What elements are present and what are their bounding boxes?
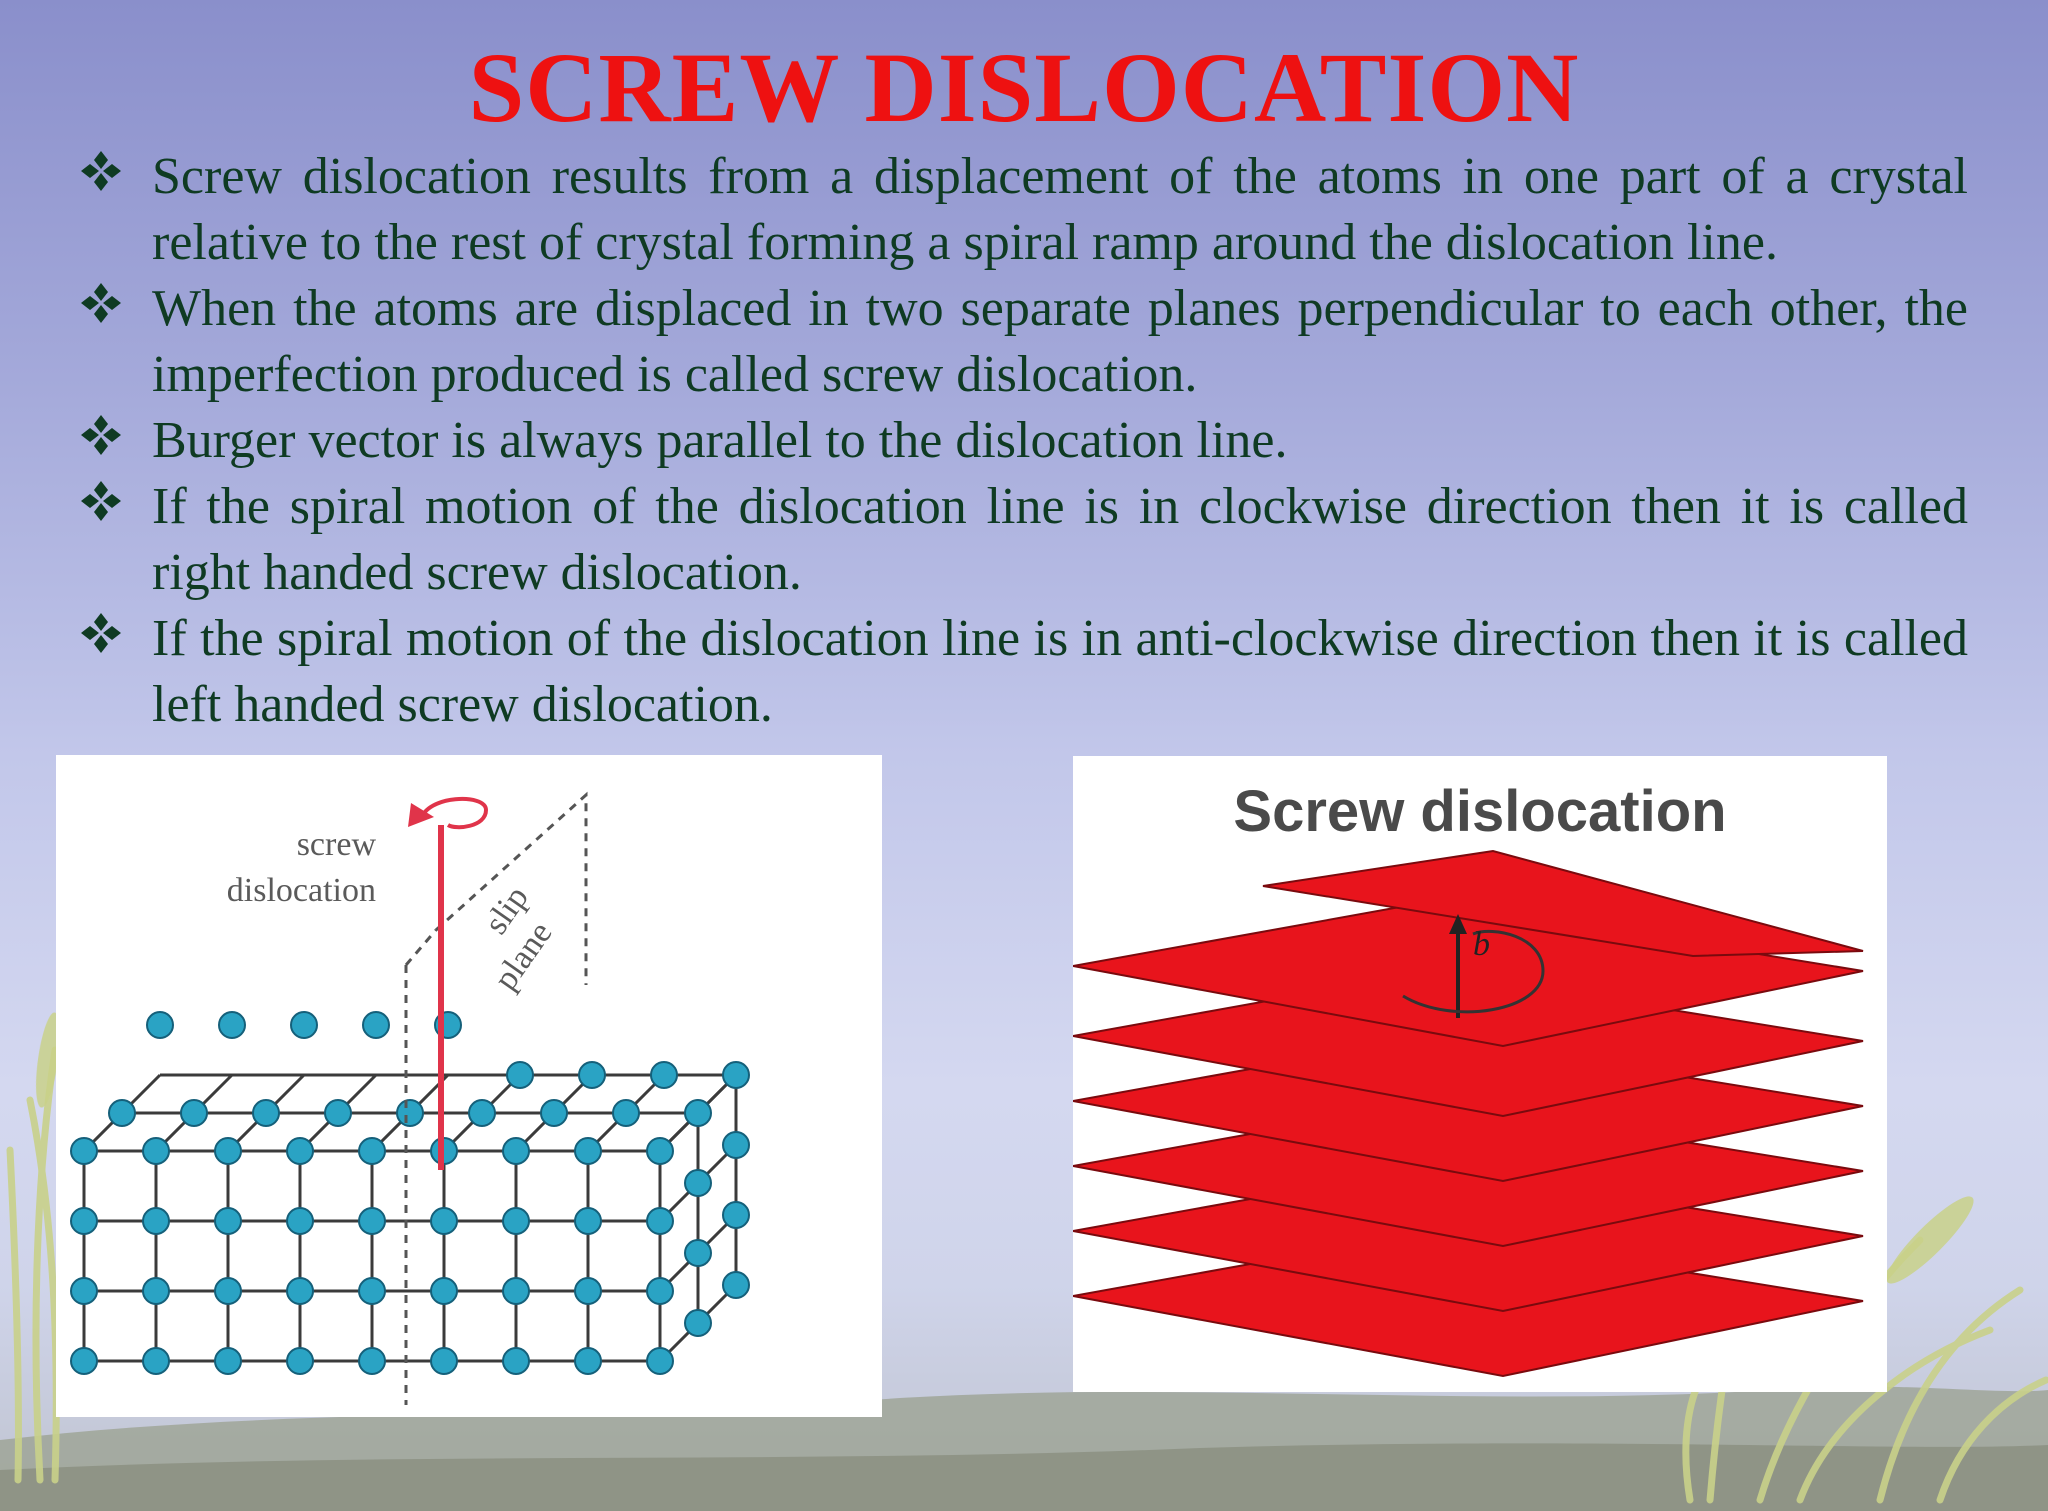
atom <box>502 1137 530 1165</box>
atom <box>684 1099 712 1127</box>
atom <box>468 1099 496 1127</box>
atom <box>396 1099 424 1127</box>
atom <box>502 1277 530 1305</box>
bullet-text: If the spiral motion of the dislocation … <box>152 478 1968 601</box>
bullet-list: Screw dislocation results from a displac… <box>80 144 1968 738</box>
lattice-figure: screw dislocation slip plane <box>56 755 882 1417</box>
atom <box>180 1099 208 1127</box>
bullet-item: If the spiral motion of the dislocation … <box>80 474 1968 606</box>
rotation-arrow-icon <box>419 796 489 830</box>
figure-title: Screw dislocation <box>1233 779 1727 844</box>
atom <box>214 1137 242 1165</box>
atom <box>430 1347 458 1375</box>
atom <box>358 1347 386 1375</box>
bullet-item: When the atoms are displaced in two sepa… <box>80 276 1968 408</box>
atom <box>324 1099 352 1127</box>
bullet-text: Burger vector is always parallel to the … <box>152 412 1288 469</box>
spiral-planes-figure: Screw dislocation b <box>1073 756 1887 1392</box>
atom <box>646 1277 674 1305</box>
atom <box>286 1207 314 1235</box>
atom <box>286 1137 314 1165</box>
bullet-text: Screw dislocation results from a displac… <box>152 148 1968 271</box>
atom <box>218 1011 246 1039</box>
atom <box>574 1347 602 1375</box>
atom <box>684 1169 712 1197</box>
atom <box>722 1201 750 1229</box>
atom <box>358 1137 386 1165</box>
atom <box>430 1207 458 1235</box>
atom <box>70 1137 98 1165</box>
atom <box>286 1277 314 1305</box>
slip-plane-outline <box>404 791 588 1405</box>
spiral-planes-diagram <box>1073 849 1864 1378</box>
atom <box>70 1277 98 1305</box>
atom <box>252 1099 280 1127</box>
atom <box>574 1277 602 1305</box>
atom <box>142 1207 170 1235</box>
slide-title: SCREW DISLOCATION <box>468 32 1580 143</box>
atom <box>358 1277 386 1305</box>
burgers-vector-label: b <box>1473 926 1490 963</box>
atom <box>722 1061 750 1089</box>
atom <box>722 1131 750 1159</box>
atom <box>684 1239 712 1267</box>
atom <box>650 1061 678 1089</box>
atom <box>358 1207 386 1235</box>
atom <box>286 1347 314 1375</box>
atom <box>506 1061 534 1089</box>
four-diamond-bullet-icon <box>81 415 121 455</box>
bullet-item: If the spiral motion of the dislocation … <box>80 606 1968 738</box>
bullet-item: Burger vector is always parallel to the … <box>80 408 1968 474</box>
atom <box>574 1137 602 1165</box>
atom <box>502 1347 530 1375</box>
lattice-diagram <box>70 791 750 1405</box>
atom <box>214 1207 242 1235</box>
atom <box>430 1277 458 1305</box>
atom <box>290 1011 318 1039</box>
atom <box>142 1347 170 1375</box>
atom <box>646 1207 674 1235</box>
atom <box>214 1347 242 1375</box>
atom <box>142 1137 170 1165</box>
four-diamond-bullet-icon <box>81 481 121 521</box>
atom <box>214 1277 242 1305</box>
atom <box>722 1271 750 1299</box>
atom <box>146 1011 174 1039</box>
atom <box>578 1061 606 1089</box>
atom <box>70 1207 98 1235</box>
atom <box>646 1347 674 1375</box>
four-diamond-bullet-icon <box>81 151 121 191</box>
atom <box>362 1011 390 1039</box>
atom <box>540 1099 568 1127</box>
atom <box>108 1099 136 1127</box>
atom <box>612 1099 640 1127</box>
label-dislocation: dislocation <box>226 872 376 909</box>
atom <box>646 1137 674 1165</box>
atom <box>574 1207 602 1235</box>
four-diamond-bullet-icon <box>81 283 121 323</box>
label-screw: screw <box>296 826 376 863</box>
burgers-loop-icon <box>1402 929 1545 1014</box>
bullet-text: When the atoms are displaced in two sepa… <box>152 280 1968 403</box>
bullet-item: Screw dislocation results from a displac… <box>80 144 1968 276</box>
atom <box>70 1347 98 1375</box>
atom <box>502 1207 530 1235</box>
four-diamond-bullet-icon <box>81 613 121 653</box>
atom <box>684 1309 712 1337</box>
bullet-text: If the spiral motion of the dislocation … <box>152 610 1968 733</box>
atom <box>142 1277 170 1305</box>
